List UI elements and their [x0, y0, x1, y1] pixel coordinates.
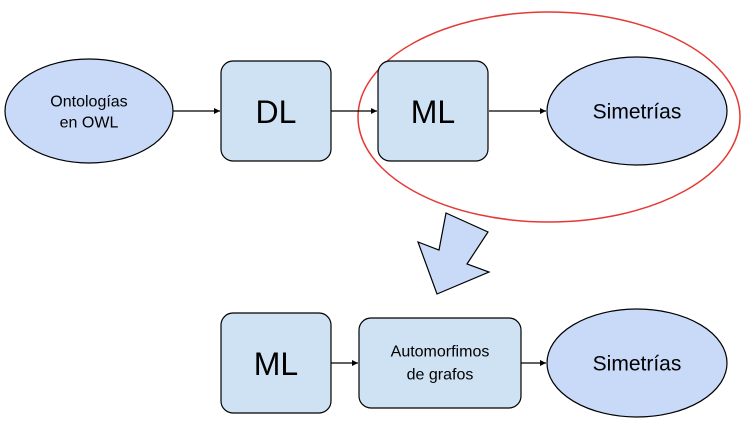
big-down-arrow [416, 212, 491, 295]
node-ontologias-line2: en OWL [60, 115, 119, 132]
node-ml-bottom: ML [220, 312, 332, 414]
node-ontologias-line1: Ontologías [50, 94, 127, 111]
node-ml-top-label: ML [411, 94, 455, 130]
node-automorfimos-line1: Automorfimos [391, 344, 490, 361]
node-ml-top: ML [377, 60, 489, 162]
node-simetrias-top: Simetrías [546, 56, 728, 166]
node-simetrias-bottom-label: Simetrías [593, 353, 682, 376]
node-dl: DL [220, 60, 332, 162]
node-automorfimos-line2: de grafos [407, 367, 474, 384]
node-ml-bottom-label: ML [254, 346, 298, 382]
highlight-ellipse [357, 11, 741, 223]
node-simetrias-bottom: Simetrías [546, 308, 728, 418]
node-dl-label: DL [256, 94, 297, 130]
node-ontologias: Ontologías en OWL [4, 58, 174, 164]
node-automorfimos: Automorfimos de grafos [358, 317, 522, 409]
node-simetrias-top-label: Simetrías [593, 101, 682, 124]
